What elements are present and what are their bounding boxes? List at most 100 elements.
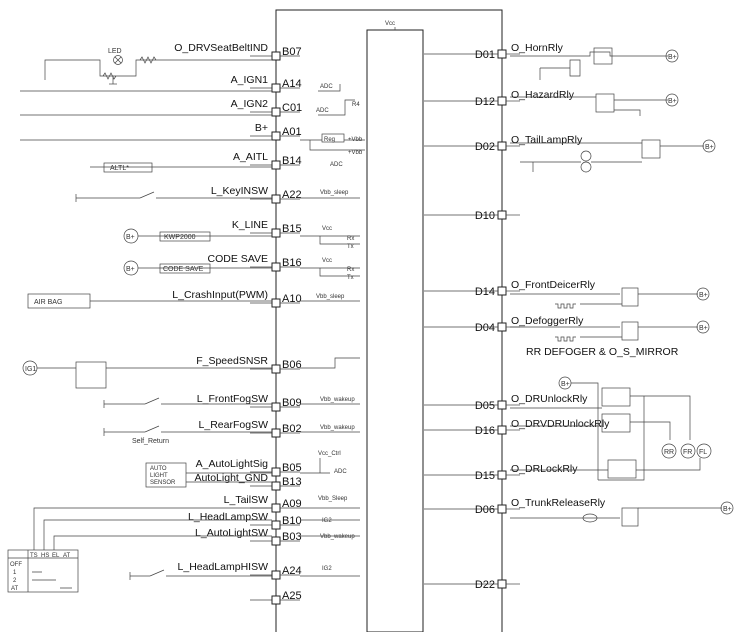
pin-box xyxy=(497,96,507,106)
airbag-label: AIR BAG xyxy=(34,299,62,306)
signal-label: O_HornRly xyxy=(511,42,564,54)
svg-text:ADC: ADC xyxy=(320,84,333,90)
pin-box xyxy=(271,503,281,513)
signal-label: L_KeyINSW xyxy=(211,185,268,197)
lamp-icon xyxy=(580,150,592,162)
svg-text:Vbb_sleep: Vbb_sleep xyxy=(316,294,345,300)
signal-label: L_HeadLampHISW xyxy=(178,561,269,573)
left-external-circuits: LED ALTL* B+ KWP2000 B+ CODE SAVE AIR BA… xyxy=(7,48,272,593)
svg-text:IG2: IG2 xyxy=(322,566,332,572)
svg-text:2: 2 xyxy=(13,578,17,584)
module-outline xyxy=(275,9,503,632)
pin-id: D01 xyxy=(475,49,495,61)
motor-icon xyxy=(661,443,677,459)
led-label: LED xyxy=(108,48,122,55)
pin-id: B03 xyxy=(282,531,302,543)
svg-text:Vbb_wakeup: Vbb_wakeup xyxy=(320,397,355,403)
pin-id: D04 xyxy=(475,322,495,334)
pin-box xyxy=(271,51,281,61)
battery-icon xyxy=(696,320,710,334)
pin-id: B16 xyxy=(282,257,302,269)
svg-text:Rx: Rx xyxy=(347,267,354,273)
pin-box xyxy=(497,210,507,220)
pin-box xyxy=(271,570,281,580)
pin-id: C01 xyxy=(282,102,302,114)
svg-text:HS: HS xyxy=(41,553,49,559)
svg-text:FL: FL xyxy=(699,449,707,456)
pin-box xyxy=(271,298,281,308)
pin-id: B13 xyxy=(282,476,302,488)
signal-label: L_AutoLightSW xyxy=(195,527,268,539)
pin-box xyxy=(497,470,507,480)
pin-id: B02 xyxy=(282,423,302,435)
svg-text:RR: RR xyxy=(664,449,674,456)
pin-box xyxy=(271,83,281,93)
svg-text:Vbb_wakeup: Vbb_wakeup xyxy=(320,534,355,540)
pin-id: B14 xyxy=(282,155,302,167)
signal-label: L_RearFogSW xyxy=(199,419,269,431)
pin-id: D10 xyxy=(475,210,495,222)
right-pin-d01: D01 O_HornRly xyxy=(424,42,564,61)
svg-text:Reg: Reg xyxy=(324,137,335,143)
svg-text:IG1: IG1 xyxy=(25,366,36,373)
pin-box xyxy=(497,49,507,59)
svg-text:ADC: ADC xyxy=(334,469,347,475)
pin-box xyxy=(497,504,507,514)
signal-label: L_CrashInput(PWM) xyxy=(172,289,268,301)
svg-text:OFF: OFF xyxy=(10,562,22,568)
svg-text:FR: FR xyxy=(683,449,692,456)
kwp2000-label: KWP2000 xyxy=(164,234,196,241)
pin-id: A01 xyxy=(282,126,302,138)
pin-box xyxy=(271,520,281,530)
signal-label: L_HeadLampSW xyxy=(188,511,268,523)
pin-box xyxy=(497,400,507,410)
svg-text:Vcc: Vcc xyxy=(322,258,332,264)
trunk-relay xyxy=(621,507,639,527)
svg-text:AT: AT xyxy=(11,586,19,592)
svg-text:B+: B+ xyxy=(668,54,677,61)
pin-box xyxy=(271,107,281,117)
deicer-relay xyxy=(621,287,639,307)
lamp-icon xyxy=(580,161,592,173)
right-pin-d10: D10 xyxy=(424,210,520,222)
defogger-relay xyxy=(621,321,639,341)
svg-text:ADC: ADC xyxy=(316,108,329,114)
svg-text:SENSOR: SENSOR xyxy=(150,480,176,486)
signal-label: K_LINE xyxy=(232,219,268,231)
motor-icon xyxy=(680,443,696,459)
pin-box xyxy=(271,194,281,204)
self-return-label: Self_Return xyxy=(132,438,169,445)
svg-text:Rx: Rx xyxy=(347,236,354,242)
pin-id: B07 xyxy=(282,46,302,58)
pin-id: D06 xyxy=(475,504,495,516)
svg-text:Tx: Tx xyxy=(347,244,354,250)
pin-box xyxy=(271,428,281,438)
battery-icon xyxy=(665,93,679,107)
horn-icon xyxy=(540,59,581,77)
pin-box xyxy=(271,160,281,170)
horn-relay xyxy=(593,47,613,65)
svg-text:B+: B+ xyxy=(723,506,732,513)
signal-label: CODE SAVE xyxy=(208,253,269,265)
signal-label: L_TailSW xyxy=(224,494,268,506)
left-pin-b16: B16 CODE SAVE xyxy=(208,253,302,272)
pin-id: B10 xyxy=(282,515,302,527)
pin-box xyxy=(271,131,281,141)
pin-box xyxy=(271,481,281,491)
svg-text:B+: B+ xyxy=(699,325,708,332)
svg-text:+Vbb: +Vbb xyxy=(348,150,363,156)
svg-text:B+: B+ xyxy=(561,381,570,388)
battery-icon xyxy=(702,139,716,153)
svg-text:1: 1 xyxy=(13,570,17,576)
